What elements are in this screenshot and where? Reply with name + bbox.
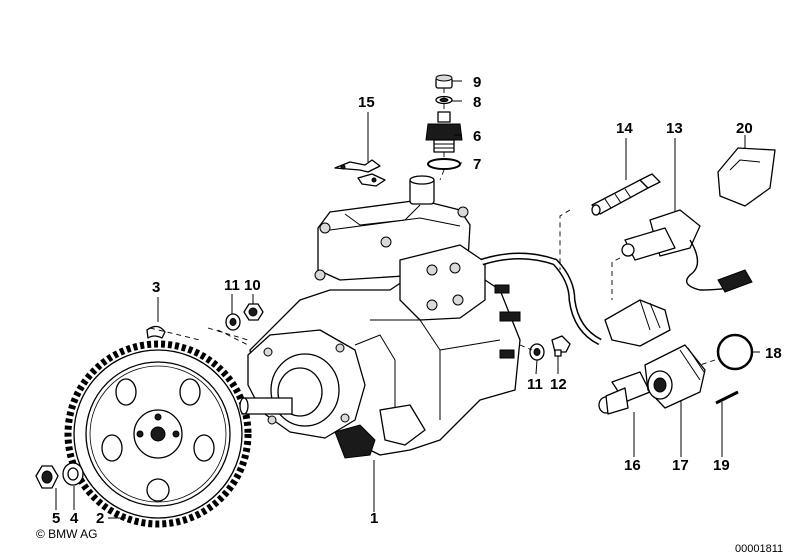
callout-9: 9: [473, 74, 481, 91]
o-ring-18: [716, 333, 754, 371]
callout-19: 19: [713, 457, 730, 474]
callout-8: 8: [473, 94, 481, 111]
woodruff-key: [146, 325, 166, 339]
injection-pump: [239, 175, 602, 459]
copyright-notice: © BMW AG: [36, 527, 98, 541]
connector: [604, 299, 671, 347]
callout-20: 20: [736, 120, 753, 137]
callout-5: 5: [52, 510, 60, 527]
washer-11-lower: [529, 343, 545, 361]
callout-12: 12: [550, 376, 567, 393]
callout-14: 14: [616, 120, 633, 137]
nut-5: [35, 465, 59, 489]
callout-15: 15: [358, 94, 375, 111]
o-ring-7: [427, 158, 461, 170]
seal-ring-8: [435, 95, 453, 105]
hollow-screw-14: [591, 173, 661, 216]
callout-10: 10: [244, 277, 261, 294]
callout-17: 17: [672, 457, 689, 474]
cap-nut-9: [435, 74, 453, 89]
plug-16: [598, 371, 651, 415]
pin-19: [715, 390, 739, 405]
callout-11-upper: 11: [224, 277, 240, 294]
sensor-17: [644, 344, 706, 409]
callout-3: 3: [152, 279, 160, 296]
bolt-12: [551, 335, 571, 357]
callout-2: 2: [96, 510, 104, 527]
callout-13: 13: [666, 120, 683, 137]
callout-4: 4: [70, 510, 79, 527]
timing-pulley: [64, 340, 252, 528]
shutoff-solenoid: [621, 209, 753, 293]
callout-16: 16: [624, 457, 641, 474]
callout-7: 7: [473, 156, 481, 173]
callout-6: 6: [473, 128, 481, 145]
bracket-clip: [334, 159, 386, 187]
washer-11-upper: [225, 313, 241, 331]
image-number: 00001811: [735, 543, 783, 555]
callout-18: 18: [765, 345, 782, 362]
callout-1: 1: [370, 510, 378, 527]
bracket-20: [717, 147, 776, 207]
callout-11-lower: 11: [527, 376, 543, 393]
valve-6: [425, 111, 463, 153]
washer-4: [62, 462, 84, 486]
nut-10: [243, 303, 264, 321]
